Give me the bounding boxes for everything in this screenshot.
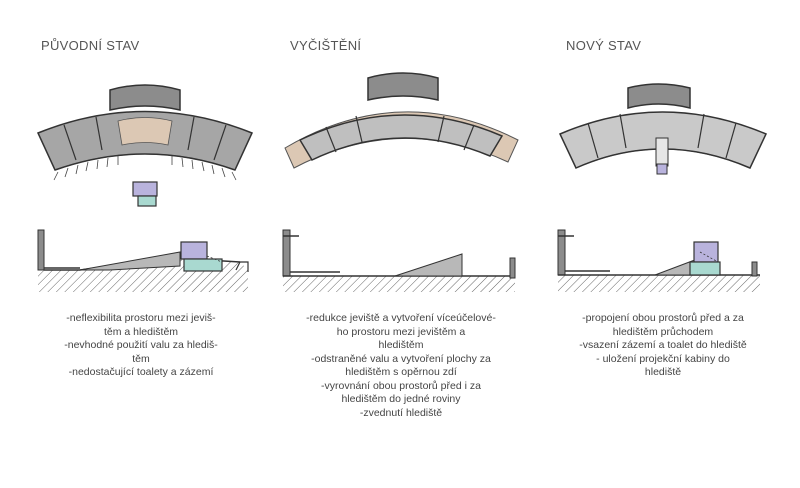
notes-original: -neflexibilita prostoru mezi jeviš- těm …: [16, 312, 266, 380]
facility-box-teal: [137, 195, 157, 207]
section-new: [557, 229, 760, 292]
note-line: -redukce jeviště a vytvoření víceúčelové…: [306, 312, 496, 324]
auditorium-cleanup: [298, 114, 504, 161]
seating-wedge-cleanup: [394, 253, 463, 277]
note-line: -propojení obou prostorů před a za: [582, 312, 744, 324]
column-title-new: NOVÝ STAV: [566, 38, 642, 53]
note-line: -vyrovnání obou prostorů před i za: [321, 379, 481, 392]
note-line: těm a hledištěm: [103, 325, 179, 338]
plan-new: [558, 83, 768, 175]
note-line: - uložení projekční kabiny do: [596, 352, 730, 365]
note-line: hledištěm s opěrnou zdí: [345, 366, 457, 378]
note-line: -neflexibilita prostoru mezi jeviš-: [66, 312, 216, 324]
notes-new: -propojení obou prostorů před a za hledi…: [538, 312, 788, 380]
note-line: hledištěm průchodem: [612, 325, 714, 338]
note-line: hledištěm: [378, 339, 424, 351]
facility-box-purple: [132, 181, 158, 197]
note-line: -vsazení zázemí a toalet do hlediště: [579, 339, 747, 351]
note-line: -nevhodné použití valu za hlediš-: [64, 339, 218, 351]
stage-original: [109, 84, 181, 111]
note-line: -nedostačující toalety a zázemí: [68, 366, 214, 378]
note-line: -zvednutí hlediště: [359, 406, 443, 419]
note-line: -odstraněné valu a vytvoření plochy za: [311, 352, 491, 365]
note-line: těm: [132, 352, 150, 365]
column-title-original: PŮVODNÍ STAV: [41, 38, 140, 53]
stage-new: [627, 83, 691, 109]
plan-cleanup: [284, 72, 519, 169]
section-original: [37, 229, 249, 292]
note-line: hlediště: [644, 366, 682, 378]
plan-original: [36, 84, 254, 207]
facility-box-purple-new: [656, 163, 668, 175]
notes-cleanup: -redukce jeviště a vytvoření víceúčelové…: [276, 312, 526, 420]
note-line: ho prostoru mezi jevištěm a: [336, 325, 466, 338]
note-line: hledištěm do jedné roviny: [341, 393, 461, 405]
column-title-cleanup: VYČIŠTĚNÍ: [290, 38, 362, 53]
stage-cleanup: [367, 72, 439, 101]
section-cleanup: [282, 229, 516, 292]
